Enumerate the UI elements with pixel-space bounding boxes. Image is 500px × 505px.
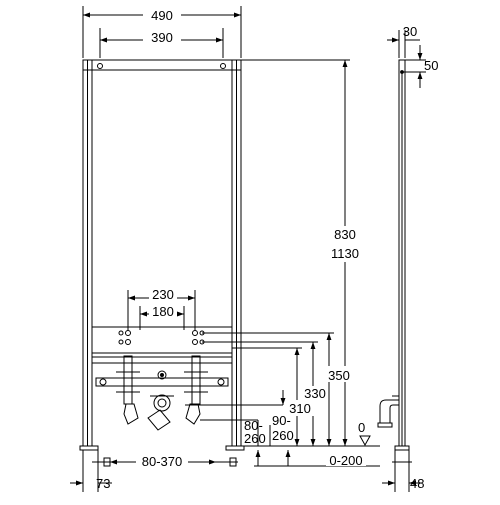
dim-80-260-label-b: 260 xyxy=(244,431,266,446)
dim-830-label: 830 xyxy=(334,227,356,242)
floor-level-symbol xyxy=(359,435,371,447)
dim-390-label: 390 xyxy=(151,30,173,45)
dim-310: 310 xyxy=(286,348,314,446)
dim-frame-inner-width: 390 xyxy=(99,28,224,58)
dim-50-label: 50 xyxy=(424,58,438,73)
top-rail xyxy=(82,59,242,71)
dim-48-label: 48 xyxy=(410,476,424,491)
dim-connection-spacing: 230 xyxy=(127,287,196,330)
dim-top-offset: 50 xyxy=(402,45,438,88)
dim-310-arrow xyxy=(185,390,286,406)
dim-330-label: 330 xyxy=(304,386,326,401)
floor-level: 0 0-200 xyxy=(241,420,380,468)
dim-90-label: 90- xyxy=(272,413,291,428)
mount-hole-right xyxy=(220,63,226,69)
dim-bracket-spacing: 180 xyxy=(139,304,185,330)
dim-350: 350 xyxy=(324,333,354,446)
connection-holes xyxy=(118,330,205,345)
dim-foot-offset: 73 xyxy=(70,450,112,492)
dim-90-260: 90- 260 xyxy=(269,413,294,446)
dim-350-label: 350 xyxy=(328,368,350,383)
adjustable-crossbar xyxy=(95,377,229,387)
dim-330: 330 xyxy=(300,342,328,446)
pan-fixings xyxy=(123,403,201,425)
dim-foot-spacing: 80-370 xyxy=(110,454,216,470)
dim-180-label: 180 xyxy=(152,304,174,319)
mount-hole-left xyxy=(97,63,103,69)
frame-side-view xyxy=(377,59,412,463)
dim-frame-width: 490 xyxy=(82,6,242,58)
dim-top-depth: 30 xyxy=(387,24,420,58)
dim-80-370-label: 80-370 xyxy=(142,454,182,469)
mounting-plate xyxy=(91,326,233,354)
dim-frame-height: 830 1130 xyxy=(241,59,364,446)
dim-73-label: 73 xyxy=(96,476,110,491)
dim-90-260-label-b: 260 xyxy=(272,428,294,443)
dim-310-label: 310 xyxy=(289,401,311,416)
dim-80-label: 80- xyxy=(244,418,263,433)
dim-bottom-depth: 48 xyxy=(382,450,424,492)
drain-elbow xyxy=(147,394,174,431)
crossbar-bolts xyxy=(99,370,225,386)
dim-490-label: 490 xyxy=(151,8,173,23)
dim-1130-label: 1130 xyxy=(331,246,359,261)
side-drain-pipe xyxy=(377,395,399,428)
frame-feet xyxy=(79,445,245,467)
dim-80-260: 80- 260 xyxy=(200,418,266,446)
lower-rail xyxy=(91,356,233,364)
floor-zero-label: 0 xyxy=(358,420,365,435)
dim-30-label: 30 xyxy=(403,24,417,39)
frame-front-view xyxy=(79,59,245,467)
dim-0-200-label: 0-200 xyxy=(329,453,362,468)
dim-230-label: 230 xyxy=(152,287,174,302)
